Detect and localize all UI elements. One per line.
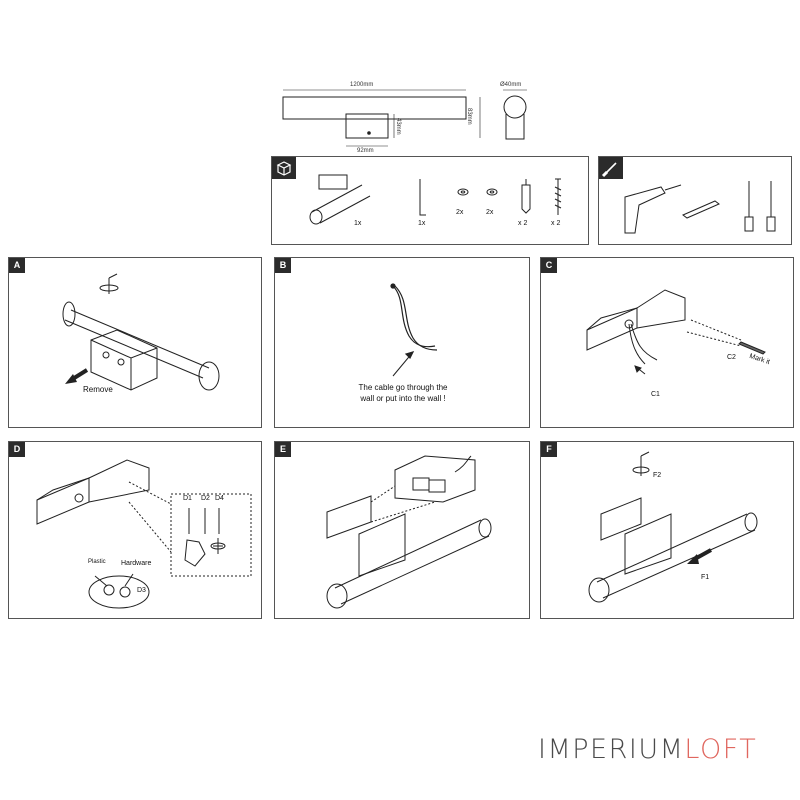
f1-label: F1 <box>701 574 710 581</box>
dim-box-width: 92mm <box>357 148 374 154</box>
brand-part1: IMPERIUM <box>538 734 685 765</box>
cable-note-line1: The cable go through the <box>358 383 448 392</box>
brand-part2: LOFT <box>684 734 758 765</box>
step-a-label: A <box>9 258 25 273</box>
step-d-label: D <box>9 442 25 457</box>
step-d-drawing <box>36 459 252 609</box>
dim-height-total: 83mm <box>466 108 472 125</box>
lamp-qty: 1x <box>354 220 362 227</box>
d2-label: D2 <box>201 495 210 502</box>
step-f-label: F <box>541 442 557 457</box>
d4-label: D4 <box>215 495 224 502</box>
step-f-drawing <box>588 451 758 603</box>
dim-length: 1200mm <box>350 82 374 88</box>
box-icon <box>272 157 296 179</box>
step-e-panel: E <box>274 441 530 619</box>
parts-drawing <box>309 174 562 225</box>
brand-logo: IMPERIUMLOFT <box>538 734 757 765</box>
cable-note-line2: wall or put into the wall ! <box>360 394 446 403</box>
step-d-panel: D D1 D2 D4 Plastic Hardware D3 <box>8 441 262 619</box>
step-f-panel: F F2 F1 <box>540 441 794 619</box>
plug-qty: x 2 <box>518 220 528 227</box>
parts-panel: 1x 1x 2x 2x x 2 x 2 <box>271 156 589 245</box>
tools-panel <box>598 156 792 245</box>
screw-qty: x 2 <box>551 220 561 227</box>
step-e-label: E <box>275 442 291 457</box>
cable-note: The cable go through the wall or put int… <box>335 382 471 404</box>
drill-icon <box>624 186 666 234</box>
tools-drawing <box>624 181 776 234</box>
c2-label: C2 <box>727 354 736 361</box>
remove-label: Remove <box>83 385 113 394</box>
step-c-panel: C C1 C2 Mark it <box>540 257 794 428</box>
step-c-drawing <box>586 289 766 375</box>
dim-diameter: Ø40mm <box>500 82 522 88</box>
flat-screwdriver-icon <box>744 181 754 232</box>
d3-label: D3 <box>137 587 146 594</box>
phillips-screwdriver-icon <box>766 181 776 232</box>
step-b-drawing <box>390 283 438 377</box>
screwdriver-icon <box>599 157 623 179</box>
step-a-panel: A Remove <box>8 257 262 428</box>
washer1-qty: 2x <box>456 209 464 216</box>
step-b-label: B <box>275 258 291 273</box>
dimension-lines <box>282 89 527 147</box>
step-b-panel: B The cable go through the wall or put i… <box>274 257 530 428</box>
pencil-icon <box>682 200 720 219</box>
step-c-label: C <box>541 258 557 273</box>
step-e-drawing <box>326 455 492 609</box>
washer2-qty: 2x <box>486 209 494 216</box>
plastic-label: Plastic <box>88 559 106 565</box>
c1-label: C1 <box>651 391 660 398</box>
step-a-drawing <box>62 273 220 391</box>
d1-label: D1 <box>183 495 192 502</box>
dim-box-height: 43mm <box>395 118 401 135</box>
f2-label: F2 <box>653 472 662 479</box>
key-qty: 1x <box>418 220 426 227</box>
hardware-label: Hardware <box>121 560 152 567</box>
